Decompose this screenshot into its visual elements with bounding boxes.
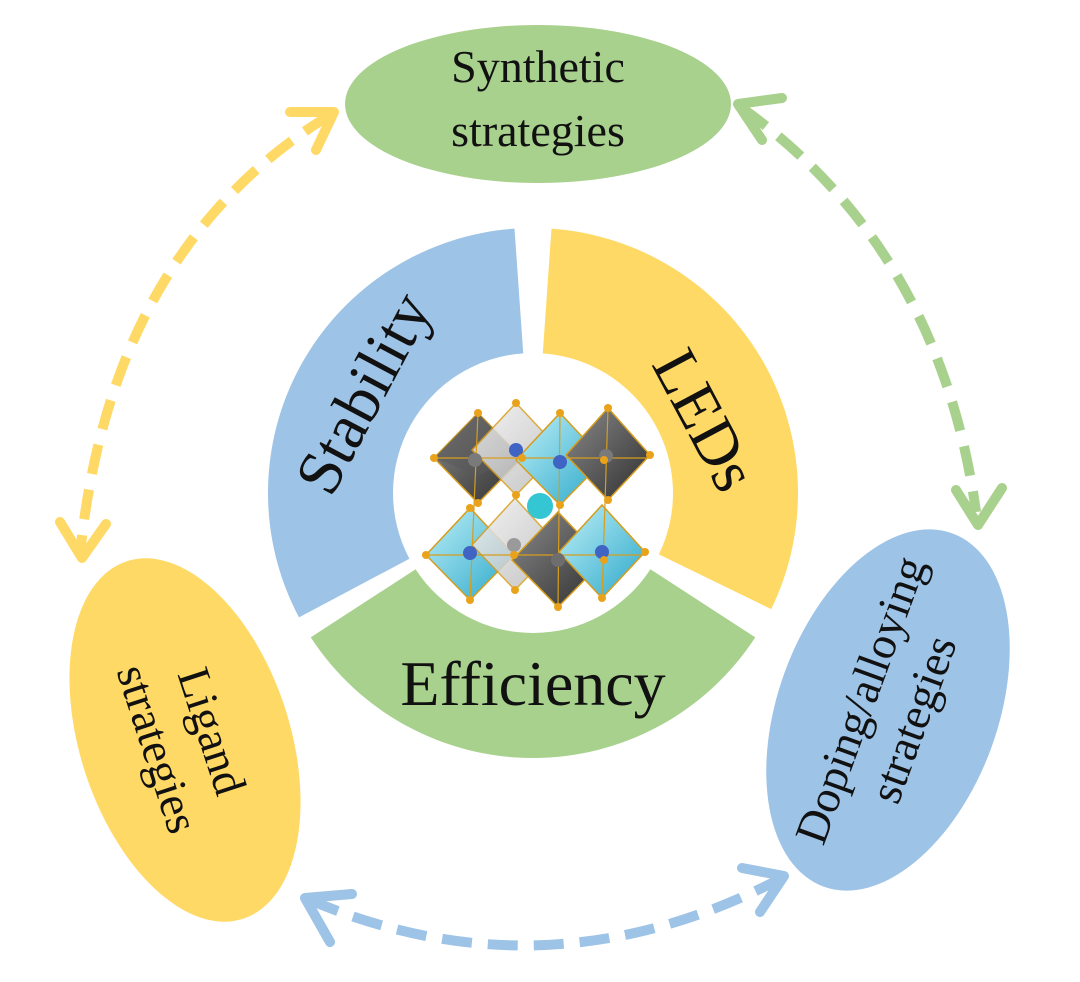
ring-segment-efficiency: Efficiency [310,569,756,758]
arrow-head-icon [285,107,339,155]
dashed-arrow-line [308,875,781,951]
arrow-head-icon [300,889,357,947]
ring-segment-stability: Stability [267,228,524,618]
node-ligand-strategies: Ligand strategies [69,558,301,922]
node-synthetic-strategies: Synthetic strategies [345,25,731,183]
dashed-arrow-line [75,110,333,556]
arrow-synthetic-ligand [55,107,339,563]
ring-segment-shape [542,228,798,610]
ring-label-efficiency: Efficiency [400,648,665,719]
arrow-synthetic-doping [733,93,1007,530]
ring-segment-shape [310,569,756,758]
perovskite-crystal-structure-icon [422,399,654,611]
arrow-head-icon [55,517,111,563]
node-ellipse [69,558,301,922]
node-ellipse [345,25,731,183]
arrow-ligand-doping [300,863,789,951]
node-synthetic-line1: Synthetic [451,41,625,92]
ring-segment-shape [267,228,524,618]
arrow-head-icon [733,93,787,145]
node-ellipse [766,529,1010,891]
node-synthetic-line2: strategies [451,105,625,156]
dashed-arrow-line [739,103,981,513]
arrow-head-icon [737,863,789,917]
node-doping-strategies: Doping/alloying strategies [766,529,1010,891]
arrow-head-icon [951,483,1007,530]
